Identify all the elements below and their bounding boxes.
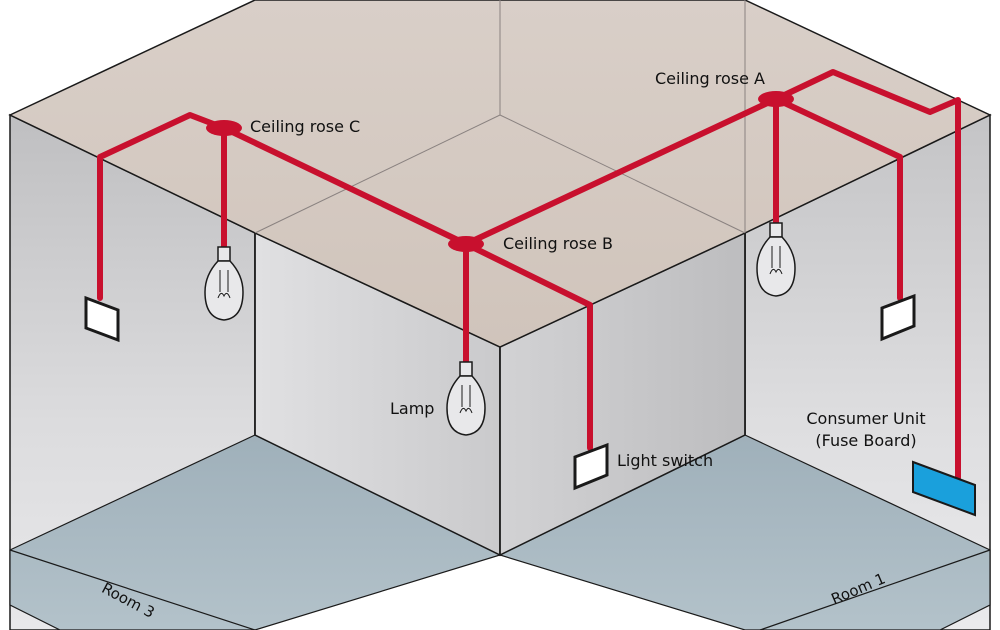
wire-a-to-consumer-unit [773,69,961,481]
ceiling-line-1 [254,114,501,234]
ceiling-rose-c [206,120,242,136]
label-lamp: Lamp [390,399,435,418]
wire-a-to-switch-room1 [773,96,903,301]
label-ceiling-rose-b: Ceiling rose B [503,234,613,253]
label-light-switch: Light switch [617,451,714,470]
label-ceiling-rose-a: Ceiling rose A [655,69,765,88]
label-consumer-unit: Consumer Unit (Fuse Board) [796,408,936,452]
wire-c-to-b [221,125,469,247]
wire-c-to-switch-room3 [97,112,227,301]
ceiling-rose-a [758,91,794,107]
wiring [97,69,961,481]
switch-room3 [84,295,120,343]
light-switch-center [573,442,609,491]
switch-room1 [880,293,916,342]
floor-edge-left [9,549,256,630]
floor-edge-right [759,549,991,630]
lamp-center [446,361,486,436]
label-consumer-unit-line2: (Fuse Board) [815,431,917,450]
label-consumer-unit-line1: Consumer Unit [806,409,926,428]
wire-b-to-a [463,96,779,247]
wire-b-to-switch [463,241,593,451]
consumer-unit [912,460,976,517]
lamp-room3 [204,246,244,321]
label-ceiling-rose-c: Ceiling rose C [250,117,361,136]
lamp-room1 [756,222,796,297]
ceiling-rose-b [448,236,484,252]
